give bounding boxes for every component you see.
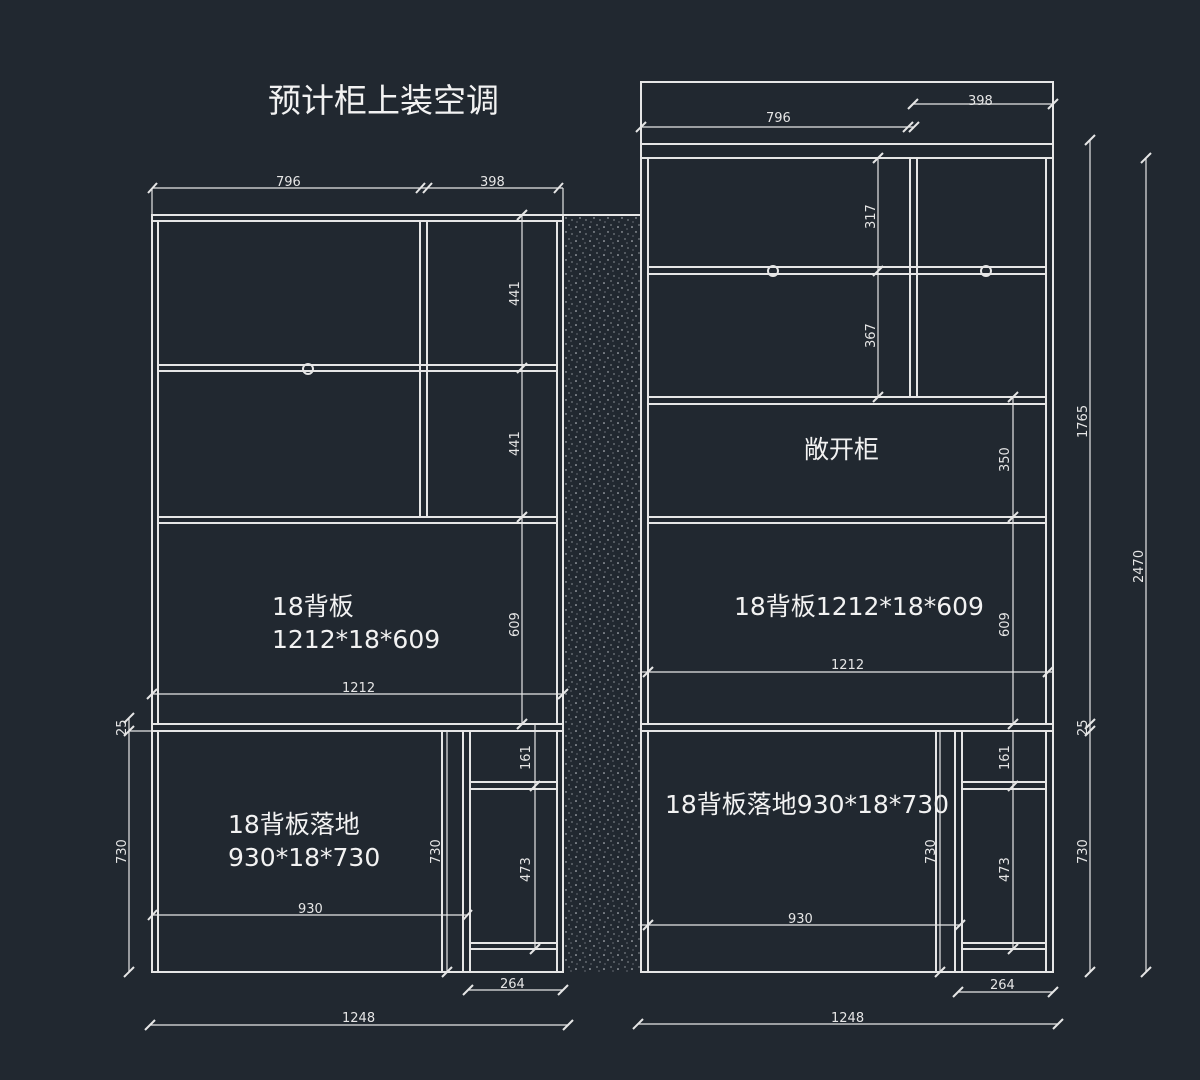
left-dimensions: 796 398 441 441 609 1212 25 730 730 930 [115,175,574,1031]
drawing-title: 预计柜上装空调 [268,81,499,120]
left-shelf-height-1: 441 [508,281,523,306]
right-cabinet [640,81,1054,973]
left-floor-panel-label: 18背板落地 [228,810,360,839]
right-dimensions: 398 796 317 367 350 609 1212 730 930 [632,94,1152,1030]
right-total-height: 2470 [1132,550,1147,583]
handle-hole [302,363,314,375]
right-upper-height: 1765 [1076,405,1091,438]
right-shelf-height-2: 367 [864,323,879,348]
left-floor-panel-width: 930 [298,902,323,917]
left-back-panel-width: 1212 [342,681,375,696]
left-side-shelf-2: 473 [519,857,534,882]
right-floor-panel-height: 730 [924,839,939,864]
left-base-height: 730 [115,839,130,864]
wall-column [563,214,641,972]
right-side-shelf-2: 473 [998,857,1013,882]
left-floor-panel-height: 730 [429,839,444,864]
right-shelf-height-1: 317 [864,204,879,229]
left-floor-panel-size: 930*18*730 [228,843,380,872]
right-back-panel-width: 1212 [831,658,864,673]
left-top-width-2: 398 [480,175,505,190]
right-gap-height: 25 [1076,719,1091,736]
right-floor-panel-label: 18背板落地930*18*730 [665,790,949,819]
right-base-height: 730 [1076,839,1091,864]
left-shelf-height-2: 441 [508,431,523,456]
right-side-shelf-1: 161 [998,745,1013,770]
right-back-panel-label: 18背板1212*18*609 [734,592,984,621]
left-top-width-1: 796 [276,175,301,190]
right-floor-panel-width: 930 [788,912,813,927]
left-shelf-height-3: 609 [508,612,523,637]
right-shelf-height-4: 609 [998,612,1013,637]
right-total-width: 1248 [831,1011,864,1026]
handle-hole [767,265,779,277]
right-top-width-2: 398 [968,94,993,109]
right-top-width-1: 796 [766,111,791,126]
left-back-panel-size: 1212*18*609 [272,625,440,654]
left-back-panel-label: 18背板 [272,592,354,621]
right-side-width: 264 [990,978,1015,993]
left-side-shelf-1: 161 [519,745,534,770]
left-gap-height: 25 [115,719,130,736]
left-total-width: 1248 [342,1011,375,1026]
left-cabinet [151,214,564,973]
right-open-cabinet-label: 敞开柜 [804,435,879,464]
left-side-width: 264 [500,977,525,992]
handle-hole [980,265,992,277]
right-shelf-height-3: 350 [998,447,1013,472]
